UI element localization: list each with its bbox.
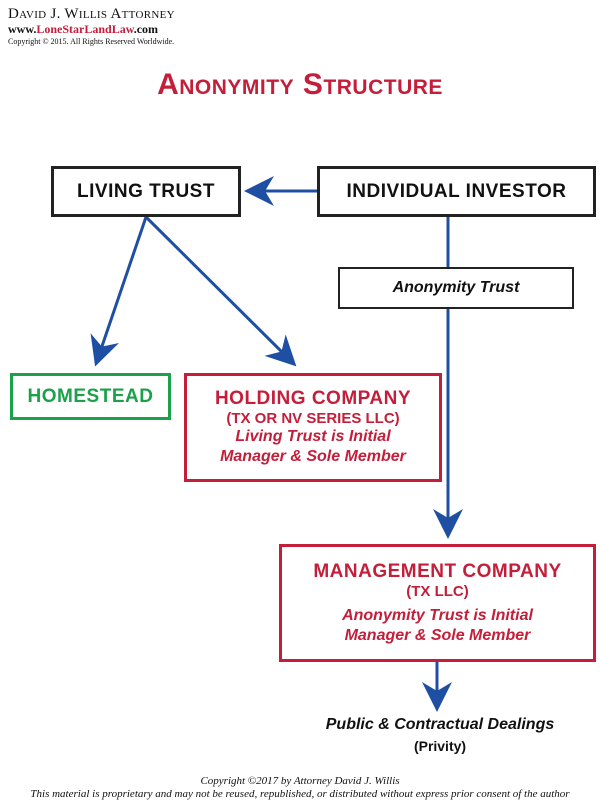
holding-company-note-2: Manager & Sole Member (220, 448, 406, 465)
holding-company-title: HOLDING COMPANY (214, 388, 412, 409)
privity-label: (Privity) (413, 738, 467, 754)
footer-disclaimer: This material is proprietary and may not… (30, 788, 570, 800)
diagram-title: Anonymity Structure (157, 68, 443, 101)
url-suffix: .com (133, 22, 159, 36)
management-company-note-2: Manager & Sole Member (344, 626, 531, 644)
holding-company-note-1: Living Trust is Initial (235, 428, 391, 445)
footer-copyright: Copyright ©2017 by Attorney David J. Wil… (200, 775, 400, 787)
header-copyright: Copyright © 2015. All Rights Reserved Wo… (8, 37, 175, 46)
management-company-note-1: Anonymity Trust is Initial (342, 606, 533, 624)
url-main: LoneStarLandLaw (36, 22, 134, 36)
arrow-living-trust-to-holding (144, 215, 297, 367)
holding-company-node: HOLDING COMPANY (TX OR NV SERIES LLC) Li… (184, 373, 442, 482)
homestead-node: HOMESTEAD (10, 373, 171, 420)
arrow-living-trust-to-homestead (90, 216, 148, 367)
management-company-title: MANAGEMENT COMPANY (313, 560, 562, 582)
living-trust-label: LIVING TRUST (77, 180, 215, 202)
holding-company-subtitle: (TX OR NV SERIES LLC) (226, 410, 400, 427)
individual-investor-node: INDIVIDUAL INVESTOR (317, 166, 596, 217)
management-company-subtitle: (TX LLC) (406, 582, 469, 600)
website-link[interactable]: www.LoneStarLandLaw.com (8, 22, 158, 37)
management-company-node: MANAGEMENT COMPANY (TX LLC) Anonymity Tr… (279, 544, 596, 662)
individual-investor-label: INDIVIDUAL INVESTOR (346, 180, 567, 202)
author-name: David J. Willis Attorney (8, 6, 175, 22)
url-prefix: www. (8, 22, 37, 36)
anonymity-trust-label: Anonymity Trust (392, 279, 520, 296)
living-trust-node: LIVING TRUST (51, 166, 241, 217)
public-dealings-label: Public & Contractual Dealings (325, 716, 555, 733)
homestead-label: HOMESTEAD (27, 385, 154, 407)
anonymity-trust-node: Anonymity Trust (338, 267, 574, 309)
